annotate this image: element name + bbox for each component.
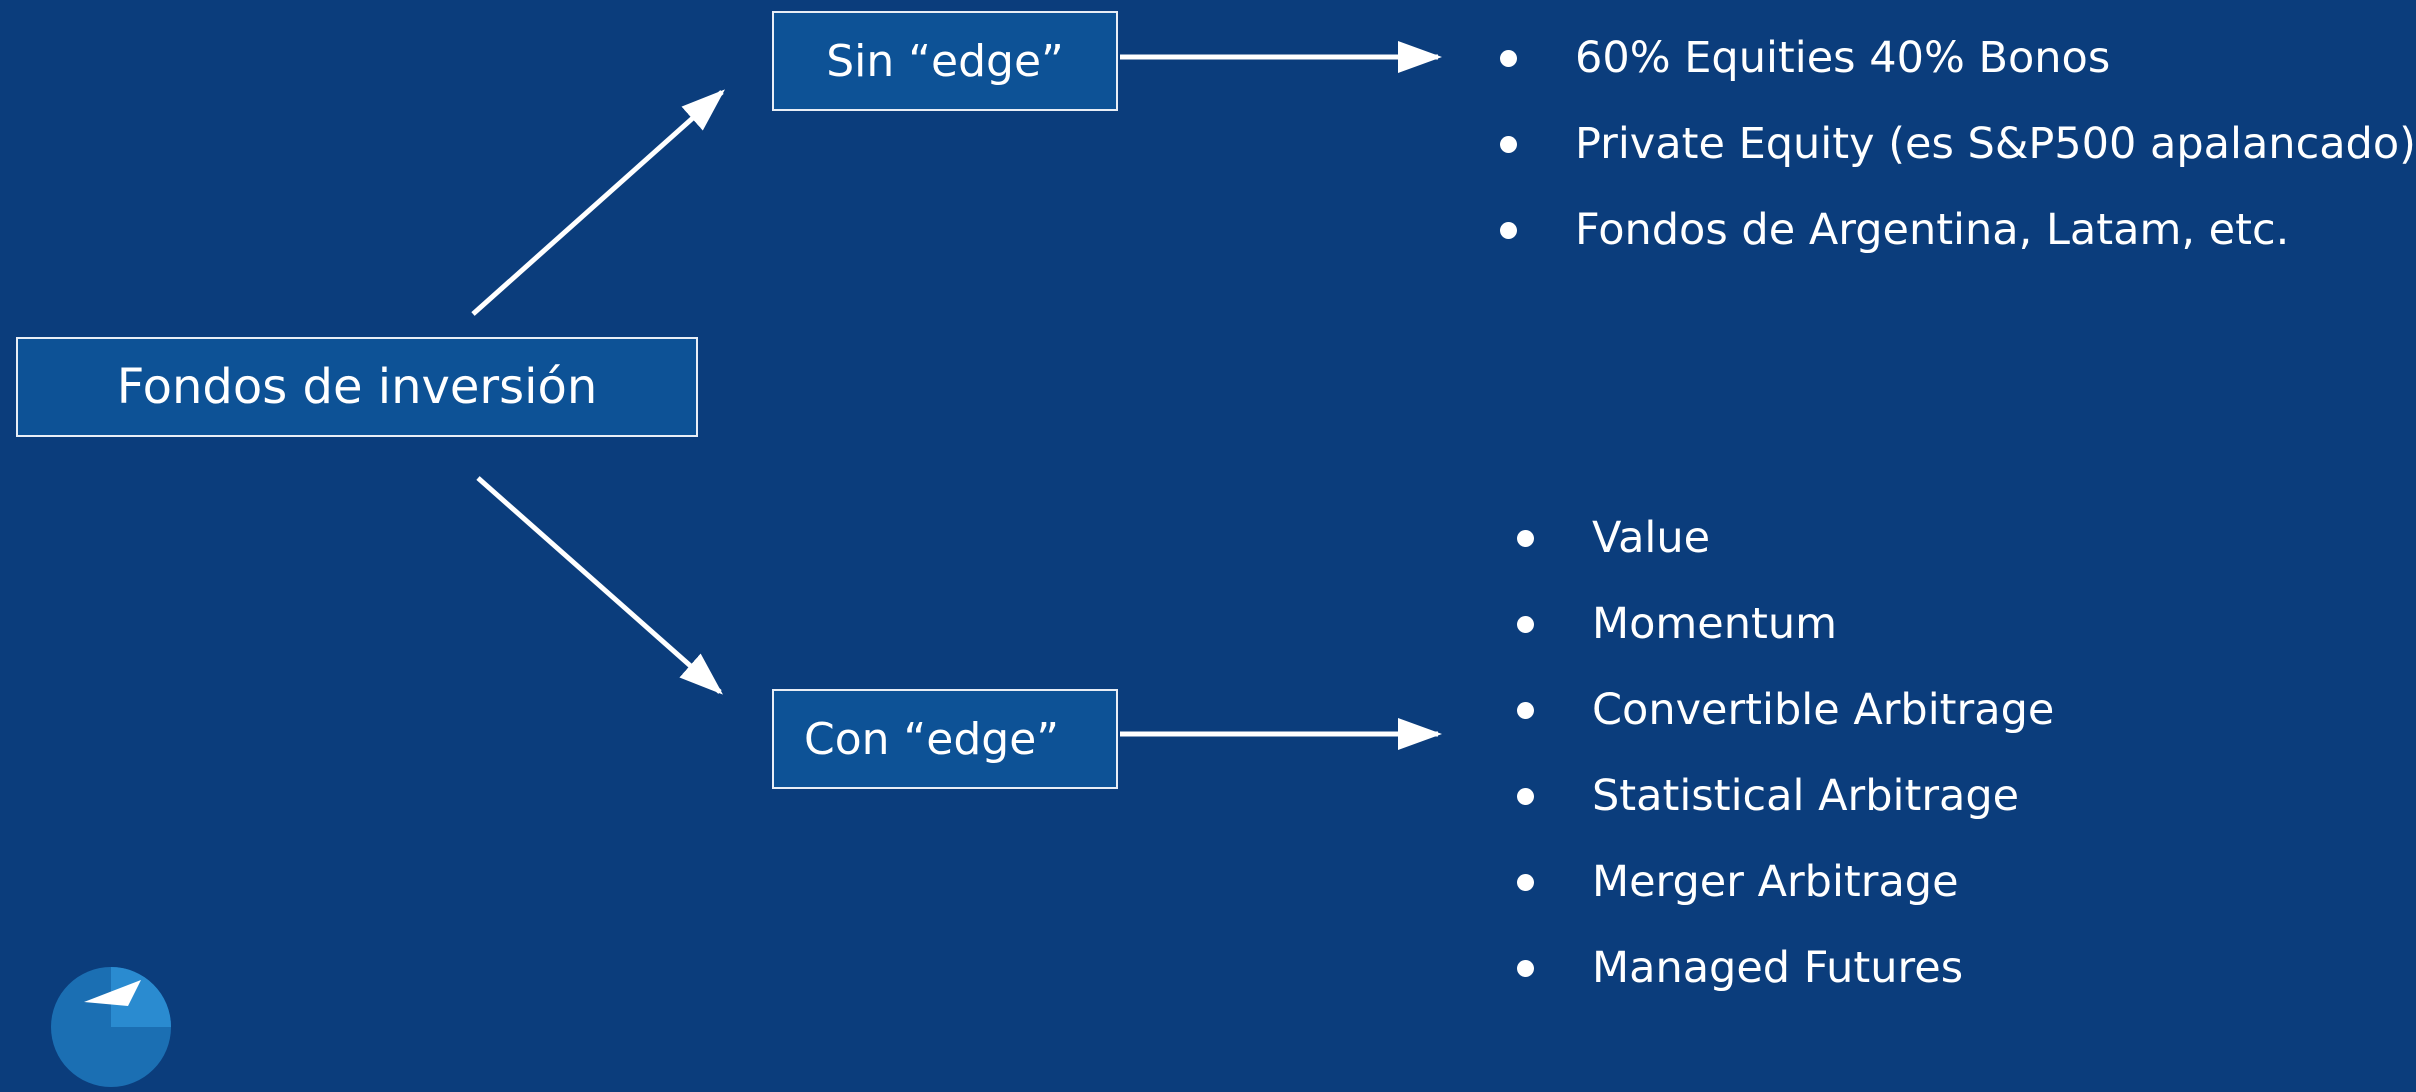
root-node-box: Fondos de inversión	[16, 337, 698, 437]
con-edge-box: Con “edge”	[772, 689, 1118, 789]
list-item: Fondos de Argentina, Latam, etc.	[1500, 187, 2416, 273]
list-item-text: 60% Equities 40% Bonos	[1575, 33, 2111, 83]
root-node-label: Fondos de inversión	[116, 359, 598, 415]
list-item: 60% Equities 40% Bonos	[1500, 15, 2416, 101]
arrow-root-to-bottom	[476, 476, 723, 695]
sin-edge-box: Sin “edge”	[772, 11, 1118, 111]
list-item: Merger Arbitrage	[1517, 839, 2054, 925]
bullet-icon	[1517, 702, 1534, 719]
list-item: Managed Futures	[1517, 925, 2054, 1011]
list-item: Momentum	[1517, 581, 2054, 667]
sin-edge-label: Sin “edge”	[826, 35, 1064, 87]
bullet-icon	[1517, 960, 1534, 977]
sin-edge-list: 60% Equities 40% Bonos Private Equity (e…	[1500, 15, 2416, 273]
list-item-text: Private Equity (es S&P500 apalancado)	[1575, 119, 2416, 169]
bullet-icon	[1517, 874, 1534, 891]
bullet-icon	[1517, 788, 1534, 805]
list-item-text: Merger Arbitrage	[1592, 857, 1959, 907]
logo-icon	[51, 967, 171, 1087]
con-edge-list: Value Momentum Convertible Arbitrage Sta…	[1517, 495, 2054, 1011]
list-item-text: Statistical Arbitrage	[1592, 771, 2020, 821]
list-item-text: Momentum	[1592, 599, 1838, 649]
con-edge-label: Con “edge”	[804, 713, 1060, 765]
list-item-text: Fondos de Argentina, Latam, etc.	[1575, 205, 2290, 255]
list-item-text: Value	[1592, 513, 1711, 563]
list-item-text: Convertible Arbitrage	[1592, 685, 2055, 735]
list-item-text: Managed Futures	[1592, 943, 1964, 993]
list-item: Value	[1517, 495, 2054, 581]
bullet-icon	[1517, 530, 1534, 547]
list-item: Statistical Arbitrage	[1517, 753, 2054, 839]
bullet-icon	[1500, 136, 1517, 153]
list-item: Convertible Arbitrage	[1517, 667, 2054, 753]
arrow-root-to-top	[471, 89, 725, 316]
bullet-icon	[1517, 616, 1534, 633]
list-item: Private Equity (es S&P500 apalancado)	[1500, 101, 2416, 187]
bullet-icon	[1500, 222, 1517, 239]
bullet-icon	[1500, 50, 1517, 67]
